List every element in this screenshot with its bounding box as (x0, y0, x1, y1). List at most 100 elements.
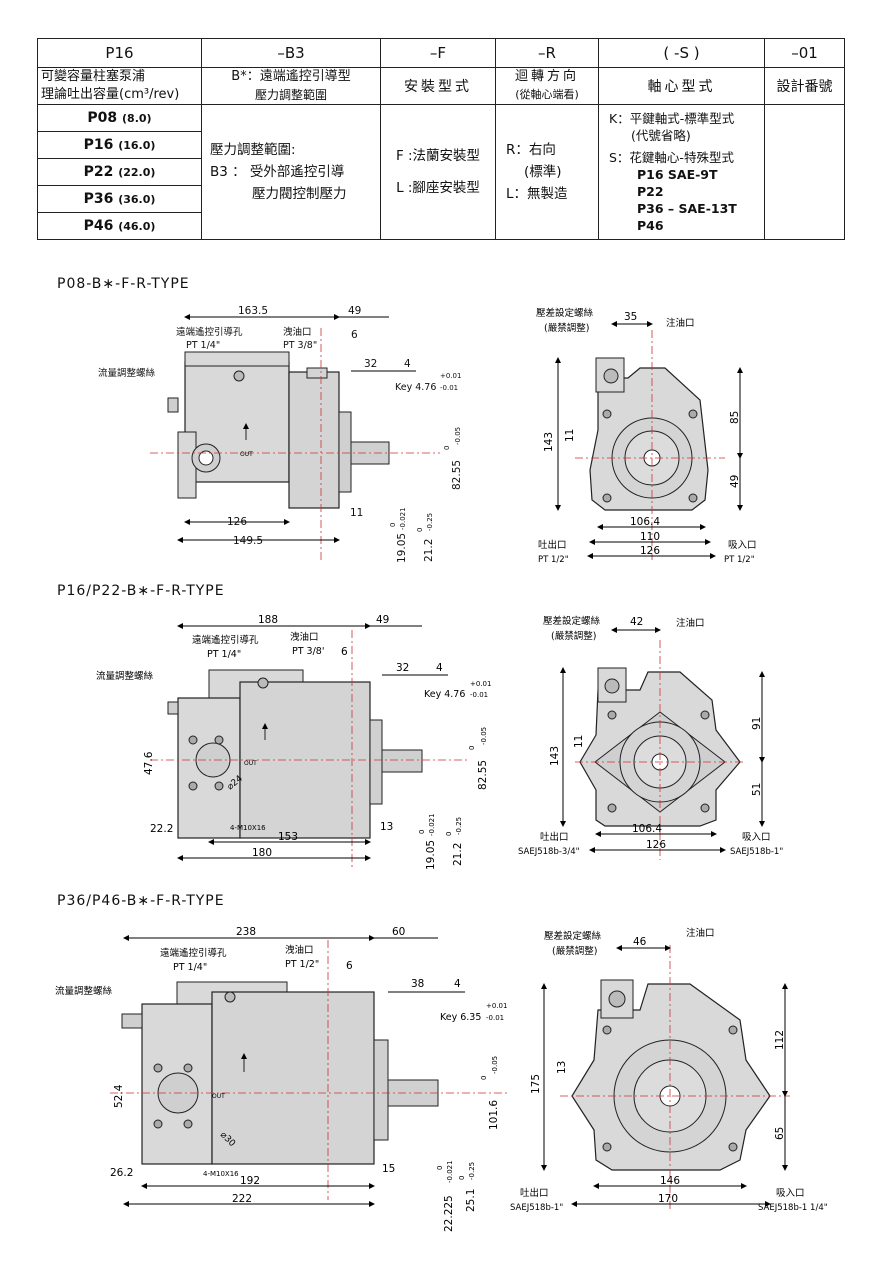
dimension-label: +0.01 (470, 680, 491, 688)
design-label: 設計番號 (764, 67, 845, 105)
dimension-label: 0 (458, 1176, 466, 1180)
dimension-label: 15 (382, 1163, 395, 1175)
model-capacity: (16.0) (118, 139, 156, 152)
dimension-label: 26.2 (110, 1167, 133, 1179)
dimension-label: 146 (660, 1175, 680, 1187)
dimension-label: 4 (436, 662, 443, 674)
dimension-label: 11 (350, 507, 363, 519)
dimension-label: 遠端遙控引導孔 (176, 326, 243, 338)
dimension-label: 60 (392, 926, 405, 938)
dimension-label: -0.05 (491, 1056, 499, 1074)
dimension-label: 流量調整螺絲 (96, 670, 154, 682)
dimension-label: (嚴禁調整) (544, 322, 589, 334)
dimension-label: -0.021 (428, 813, 436, 836)
model-code: P22 (83, 164, 114, 180)
dimension-label: -0.021 (399, 507, 407, 530)
shaft-key-note: (代號省略) (631, 128, 691, 143)
dimension-label: 188 (258, 614, 278, 626)
model-code: P08 (87, 110, 118, 126)
dimension-label: 19.05 (396, 533, 408, 563)
dimension-label: (嚴禁調整) (551, 630, 596, 642)
dimension-label: 52.4 (113, 1084, 125, 1108)
dimension-label: PT 1/2" (724, 555, 755, 565)
dimension-label: -0.25 (426, 513, 434, 531)
dimension-label: 19.05 (425, 840, 437, 870)
dimension-label: 91 (751, 717, 763, 730)
dimension-label: 0 (436, 1166, 444, 1170)
p36-front-view (560, 945, 790, 1210)
dimension-label: 85 (729, 411, 741, 424)
dimension-label: 流量調整螺絲 (55, 985, 113, 997)
capacity-label-line1: 可變容量柱塞泵浦 (41, 69, 146, 84)
mount-flange: F :法蘭安裝型 (395, 148, 481, 164)
model-row-p16: P16 (16.0) (37, 131, 202, 159)
dimension-label: 0 (418, 830, 426, 834)
dimension-label: Key 6.35 (440, 1012, 481, 1023)
dimension-label: 洩油口 (283, 326, 312, 338)
dimension-label: 21.2 (452, 843, 464, 866)
dimension-label: 42 (630, 616, 643, 628)
rotation-left: L：無製造 (506, 186, 568, 202)
dimension-label: -0.01 (486, 1014, 504, 1022)
p08-side-view: OUT (150, 328, 440, 560)
p36-side-view: OUT (110, 940, 510, 1200)
dimension-label: 洩油口 (285, 944, 314, 956)
dimension-label: 35 (624, 311, 637, 323)
dimension-label: 吐出口 (538, 539, 567, 551)
capacity-label-line2: 理論吐出容量(cm³/rev) (41, 87, 180, 102)
dimension-label: 101.6 (488, 1100, 500, 1130)
dimension-label: Key 4.76 (395, 382, 436, 393)
model-row-p08: P08 (8.0) (37, 104, 202, 132)
dimension-label: 4-M10X16 (230, 824, 266, 832)
dimension-label: SAEJ518b-1 1/4" (758, 1203, 828, 1213)
dimension-label: 11 (573, 735, 585, 748)
dimension-label: 106.4 (630, 516, 660, 528)
dimension-label: PT 1/2" (538, 555, 569, 565)
dimension-label: 壓差設定螺絲 (544, 930, 602, 942)
dimension-label: 126 (227, 516, 247, 528)
dimension-label: -0.021 (446, 1160, 454, 1183)
header-rotation: –R (495, 38, 599, 68)
p08-side-dims: 163.5 49 遠端遙控引導孔 PT 1/4" 洩油口 PT 3/8" 6 3… (98, 305, 463, 563)
dimension-label: 4 (454, 978, 461, 990)
dimension-label: SAEJ518b-1" (510, 1203, 563, 1213)
dimension-label: 流量調整螺絲 (98, 367, 156, 379)
capacity-label: 可變容量柱塞泵浦 理論吐出容量(cm³/rev) (37, 67, 202, 105)
p16-side-dims: 188 49 遠端遙控引導孔 PT 1/4" 洩油口 PT 3/8' 6 32 … (96, 614, 491, 870)
dimension-label: 22.2 (150, 823, 173, 835)
shaft-spline-p22: P22 (637, 184, 664, 199)
shaft-type-cell: K：平鍵軸式-標準型式 (代號省略) S：花鍵軸心-特殊型式 P16 SAE-9… (598, 104, 765, 240)
section-title-p16: P16/P22-B∗-F-R-TYPE (57, 583, 225, 599)
design-cell (764, 104, 845, 240)
dimension-label: 6 (346, 960, 353, 972)
model-row-p36: P36 (36.0) (37, 185, 202, 213)
pressure-range-b3-desc: 壓力閥控制壓力 (252, 186, 347, 202)
dimension-label: 13 (556, 1061, 568, 1074)
dimension-label: PT 3/8' (292, 646, 324, 657)
shaft-spline: S：花鍵軸心-特殊型式 (609, 150, 734, 165)
dimension-label: 222 (232, 1193, 252, 1205)
dimension-label: 180 (252, 847, 272, 859)
dimension-label: 38 (411, 978, 424, 990)
dimension-label: 170 (658, 1193, 678, 1205)
dimension-label: 吸入口 (742, 832, 771, 843)
mount-foot: L :腳座安裝型 (396, 180, 480, 196)
dimension-label: 110 (640, 531, 660, 543)
header-design: –01 (764, 38, 845, 68)
model-code: P46 (83, 218, 114, 234)
dimension-label: 82.55 (451, 460, 463, 490)
dimension-label: 遠端遙控引導孔 (192, 634, 259, 646)
dimension-label: 6 (351, 329, 358, 341)
p08-front-dims: 壓差設定螺絲 (嚴禁調整) 35 注油口 143 11 85 49 106.4 … (536, 307, 757, 565)
dimension-label: 149.5 (233, 535, 263, 547)
shaft-key: K：平鍵軸式-標準型式 (609, 111, 735, 126)
p16-front-view (575, 640, 745, 860)
dimension-label: 0 (389, 523, 397, 527)
dimension-label: SAEJ518b-3/4" (518, 847, 580, 857)
dimension-label: PT 1/2" (285, 959, 319, 970)
dimension-label: 4-M10X16 (203, 1170, 239, 1178)
rotation-label: 迴轉方向 (從軸心端看) (495, 67, 599, 105)
dimension-label: PT 1/4" (207, 649, 241, 660)
dimension-label: 25.1 (465, 1189, 477, 1212)
